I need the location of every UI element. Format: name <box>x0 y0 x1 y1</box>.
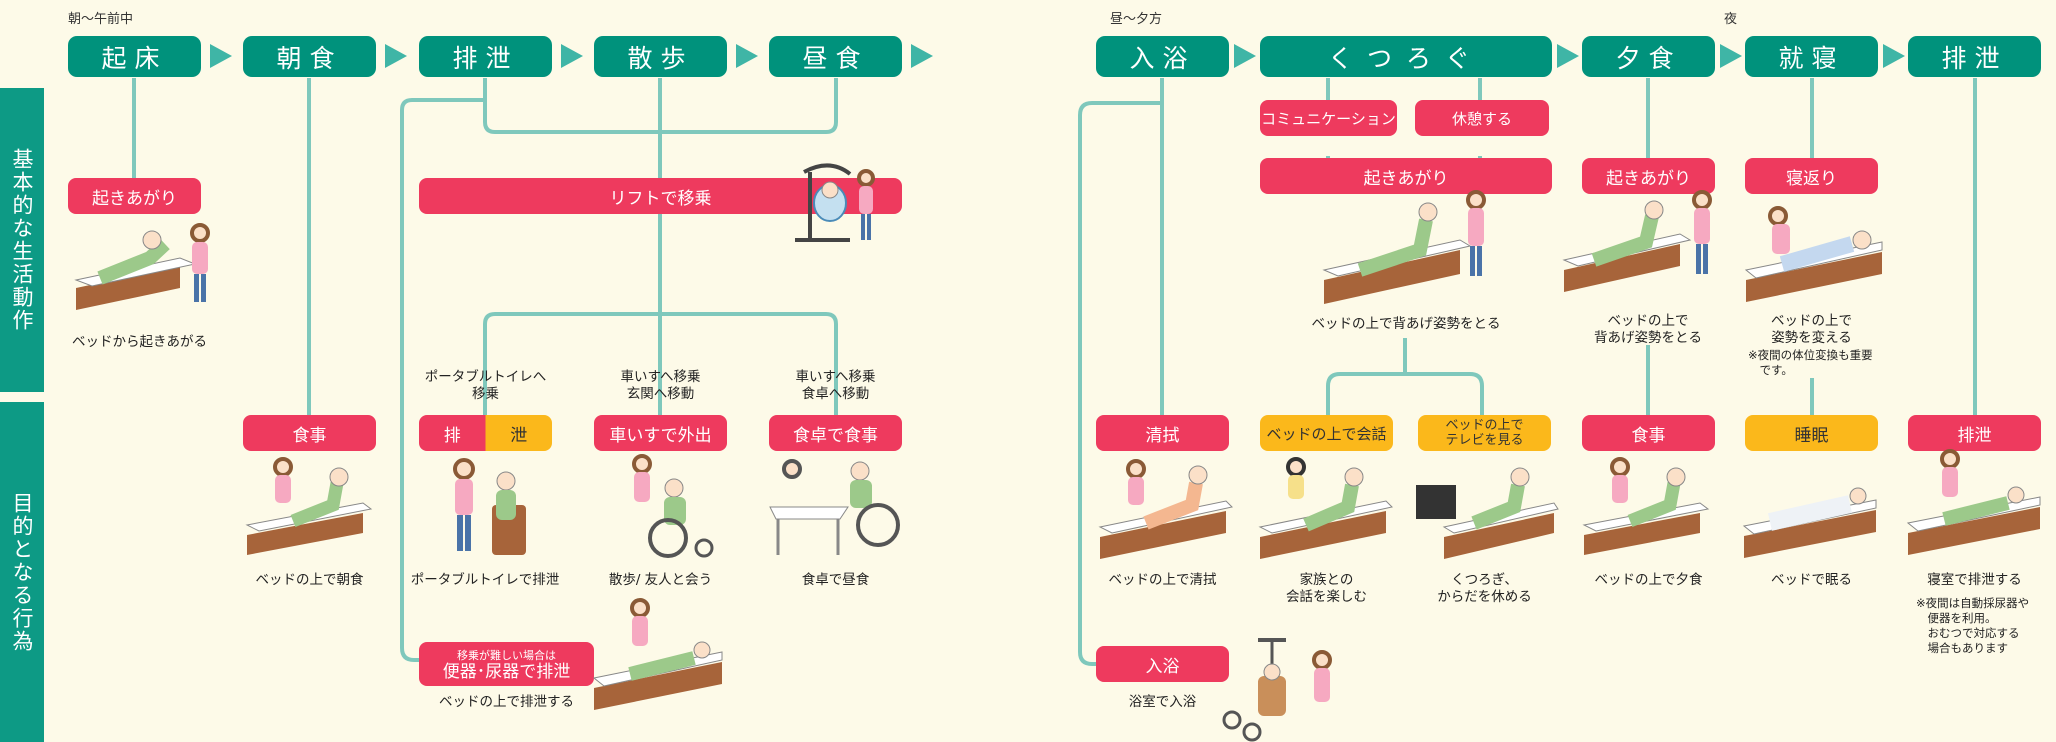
bed-turn-over-illustration <box>1744 206 1883 302</box>
bed-sleep-illustration <box>1742 487 1877 558</box>
purpose-tv: ベッドの上で テレビを見る <box>1418 415 1551 451</box>
bed-chat-illustration <box>1258 457 1394 559</box>
arrow-icon <box>1720 44 1742 68</box>
purpose-dinner: 食事 <box>1582 415 1715 451</box>
bed-excretion-illustration <box>1906 449 2041 555</box>
caption-transfer-lunch: 車いすへ移乗 食卓へ移動 <box>795 369 876 402</box>
caption-transfer-toilet: ポータブルトイレへ 移乗 <box>424 369 547 402</box>
purpose-sleep: 睡眠 <box>1745 415 1878 451</box>
arrow-icon <box>561 44 583 68</box>
bed-wipe-illustration <box>1098 459 1234 559</box>
purpose-toilet-b: 泄 <box>510 425 528 446</box>
purpose-chat: ベッドの上で会話 <box>1260 415 1393 451</box>
caption-breakfast: ベッドの上で朝食 <box>255 572 364 588</box>
purpose-toilet: 排 泄 <box>419 415 552 451</box>
period-night: 夜 <box>1724 12 1738 27</box>
caption-dinner: ベッドの上で夕食 <box>1594 572 1703 588</box>
arrow-icon <box>736 44 758 68</box>
lift-device-illustration <box>795 163 875 242</box>
purpose-bedpan-label: 便器･尿器で排泄 <box>442 662 571 682</box>
purpose-bedpan-note: 移乗が難しい場合は <box>457 649 556 662</box>
arrow-icon <box>210 44 232 68</box>
purpose-bath: 入浴 <box>1096 646 1229 682</box>
caption-wake-up: ベッドから起きあがる <box>72 334 207 350</box>
note-turn-over: ※夜間の体位変換も重要 です。 <box>1748 348 1873 377</box>
arrow-icon <box>911 44 933 68</box>
header-bath: 入浴 <box>1096 36 1229 77</box>
purpose-toilet-a: 排 <box>443 425 461 446</box>
caption-outing: 散歩/ 友人と会う <box>608 572 713 588</box>
caption-lunch: 食卓で昼食 <box>801 572 870 588</box>
header-wake-up: 起床 <box>68 36 201 77</box>
bed-dinner-illustration <box>1582 457 1710 555</box>
purpose-lunch: 食卓で食事 <box>769 415 902 451</box>
bath-lift-illustration <box>1222 638 1332 742</box>
period-morning: 朝〜午前中 <box>68 12 134 27</box>
caption-sleep: ベッドで眠る <box>1771 572 1852 588</box>
caption-bedpan: ベッドの上で排泄する <box>439 694 574 710</box>
bed-tv-illustration <box>1416 467 1559 559</box>
purpose-excretion: 排泄 <box>1908 415 2041 451</box>
caption-transfer-walk: 車いすへ移乗 玄関へ移動 <box>620 369 701 402</box>
caption-relax-backrest: ベッドの上で背あげ姿勢をとる <box>1311 316 1501 332</box>
side-label-purpose: 目的となる行為 <box>0 402 44 742</box>
action-turn-over: 寝返り <box>1745 158 1878 194</box>
note-excretion: ※夜間は自動採尿器や 便器を利用。 おむつで対応する 場合もあります <box>1916 596 2030 655</box>
header-walk: 散歩 <box>594 36 727 77</box>
caption-toilet: ポータブルトイレで排泄 <box>410 572 560 588</box>
purpose-breakfast: 食事 <box>243 415 376 451</box>
caption-bath: 浴室で入浴 <box>1128 694 1197 710</box>
action-rest: 休憩する <box>1415 100 1549 136</box>
header-bedtime: 就寝 <box>1745 36 1878 77</box>
arrow-icon <box>385 44 407 68</box>
wheelchair-outing-illustration <box>632 454 714 558</box>
header-breakfast: 朝食 <box>243 36 376 77</box>
arrow-icon <box>1234 44 1256 68</box>
arrow-icon <box>1883 44 1905 68</box>
portable-toilet-illustration <box>453 458 526 555</box>
header-lunch: 昼食 <box>769 36 902 77</box>
caption-chat: 家族との 会話を楽しむ <box>1286 572 1367 605</box>
bed-dinner-backrest-illustration <box>1562 190 1712 292</box>
purpose-bedpan: 移乗が難しい場合は 便器･尿器で排泄 <box>419 642 594 686</box>
header-relax: くつろぐ <box>1260 36 1552 77</box>
header-night-excretion: 排泄 <box>1908 36 2041 77</box>
caption-dinner-backrest: ベッドの上で 背あげ姿勢をとる <box>1594 313 1702 346</box>
bed-bedpan-illustration <box>592 598 723 710</box>
action-sit-up-dinner: 起きあがり <box>1582 158 1715 194</box>
action-sit-up-relax: 起きあがり <box>1260 158 1552 194</box>
bed-getting-up-illustration <box>74 223 210 310</box>
arrow-icon <box>1557 44 1579 68</box>
action-communication: コミュニケーション <box>1260 100 1397 136</box>
caption-tv: くつろぎ、 からだを休める <box>1437 572 1532 605</box>
side-label-basic: 基本的な生活動作 <box>0 88 44 392</box>
purpose-outing: 車いすで外出 <box>594 415 727 451</box>
header-excretion: 排泄 <box>419 36 552 77</box>
action-wake-up: 起きあがり <box>68 178 201 214</box>
caption-wipe: ベッドの上で清拭 <box>1108 572 1217 588</box>
purpose-wipe: 清拭 <box>1096 415 1229 451</box>
caption-turn-over: ベッドの上で 姿勢を変える <box>1771 313 1852 346</box>
caption-excretion: 寝室で排泄する <box>1927 572 2022 588</box>
header-dinner: 夕食 <box>1582 36 1715 77</box>
table-lunch-illustration <box>769 459 900 555</box>
bed-breakfast-illustration <box>245 457 373 555</box>
bed-backrest-illustration <box>1322 190 1486 304</box>
period-afternoon: 昼〜夕方 <box>1110 12 1163 27</box>
